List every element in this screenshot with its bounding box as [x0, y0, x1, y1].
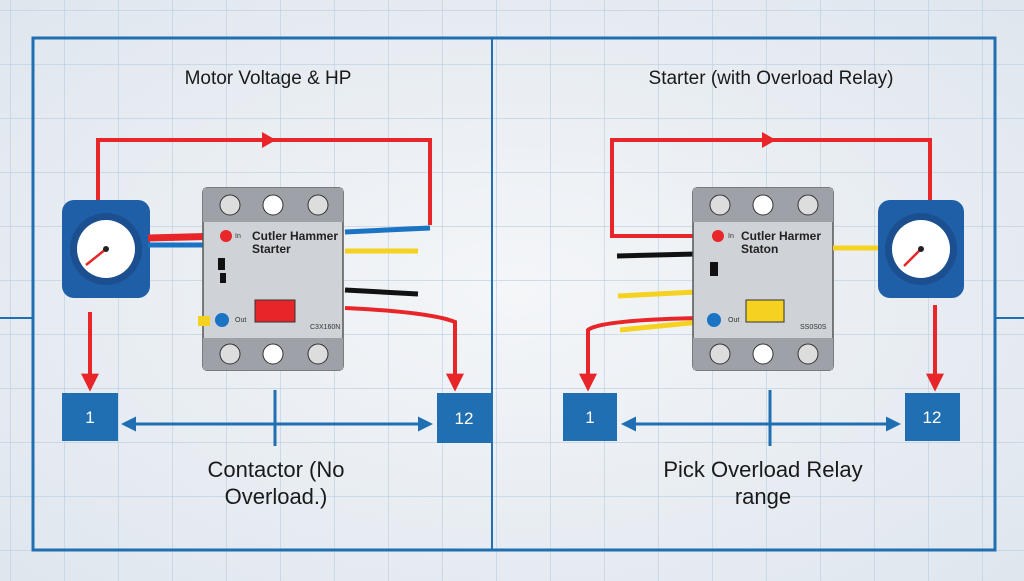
end-box: [437, 393, 491, 443]
outer-frame: [31, 36, 997, 552]
end-box: [905, 393, 960, 441]
terminal-label-in: In: [728, 233, 734, 240]
left-title: Motor Voltage & HP: [185, 68, 352, 89]
right-title: Starter (with Overload Relay): [649, 68, 894, 89]
device-code: SS0S0S: [800, 324, 827, 331]
device-label-line1: Cutler Harmer: [741, 229, 821, 243]
left-panel: Motor Voltage & HP In Out Cutler H: [62, 68, 491, 509]
device-label-line2: Staton: [741, 242, 778, 256]
terminal-label-out: Out: [728, 317, 739, 324]
end-box-label: 12: [923, 408, 942, 427]
device-label-line1: Cutler Hammer: [252, 229, 338, 243]
red-loop-wire: [610, 138, 932, 238]
right-starter-device: In Out Cutler Harmer Staton SS0S0S: [692, 187, 834, 371]
gauge-icon: [62, 200, 150, 298]
right-panel: Starter (with Overload Relay) In Out Cut…: [563, 68, 964, 509]
terminal-label-out: Out: [235, 317, 246, 324]
start-box: [62, 393, 118, 441]
end-box-label: 12: [455, 409, 474, 428]
flow-arrow-icon: [762, 132, 776, 148]
start-box-label: 1: [85, 408, 94, 427]
caption-line1: Pick Overload Relay: [663, 457, 862, 482]
flow-arrow-icon: [262, 132, 276, 148]
terminal-label-in: In: [235, 233, 241, 240]
gauge-icon: [878, 200, 964, 298]
start-box-label: 1: [585, 408, 594, 427]
caption-line2: range: [735, 484, 791, 509]
left-starter-device: In Out Cutler Hammer Starter C3X160N: [202, 187, 344, 371]
device-code: C3X160N: [310, 324, 340, 331]
device-label-line2: Starter: [252, 242, 291, 256]
caption-line2: Overload.): [225, 484, 328, 509]
caption-line1: Contactor (No: [208, 457, 345, 482]
start-box: [563, 393, 617, 441]
